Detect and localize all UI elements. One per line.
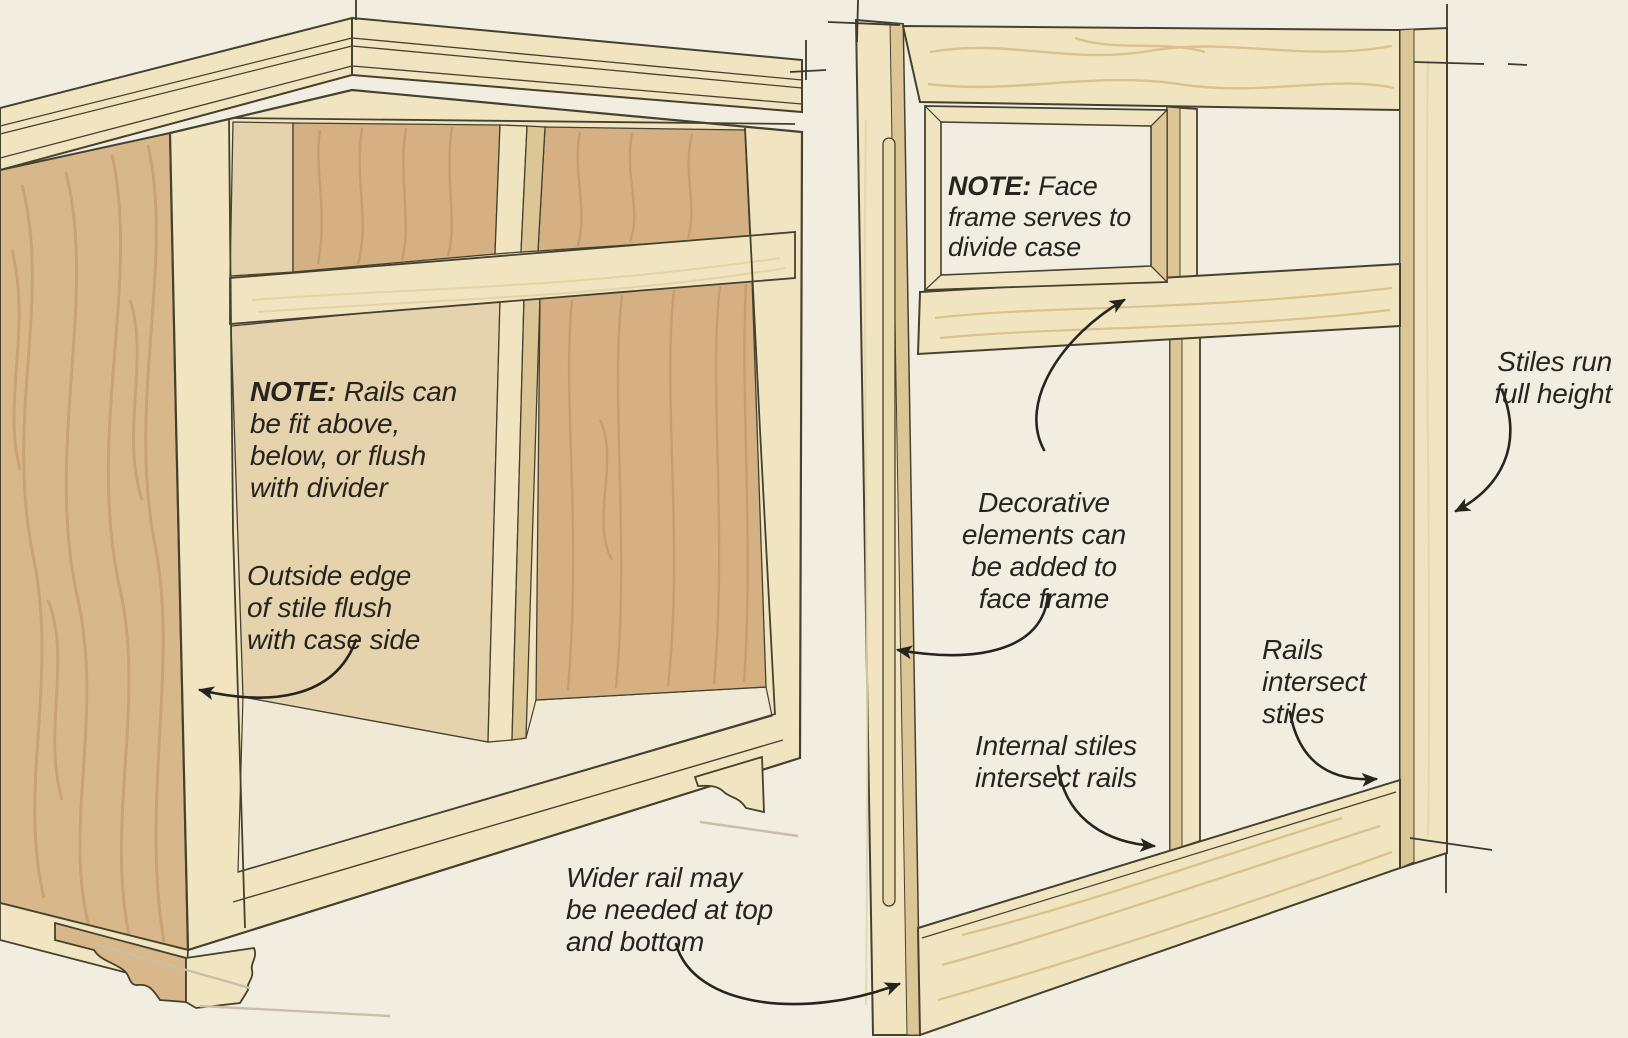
case-side-panel <box>0 131 190 952</box>
frame-top-rail <box>901 24 1401 112</box>
stile-flute-decoration <box>882 137 896 907</box>
arrow-internal-stiles <box>1056 764 1156 852</box>
arrow-decorative-to-flute <box>896 592 1050 660</box>
bracket-foot-right <box>693 755 765 814</box>
floor-shadow-lines <box>94 820 799 1018</box>
back-panel-upper-right <box>537 126 751 252</box>
outside-edge-label: Outside edge of stile flush with case si… <box>247 559 421 655</box>
side-grain-texture <box>10 144 166 943</box>
frame-bottom-rail <box>916 778 1401 1037</box>
face-frame-front <box>168 88 804 952</box>
note-rails-label: NOTE: Rails can be fit above, below, or … <box>250 375 458 503</box>
frame-right-stile <box>1399 26 1448 870</box>
cabinet-case-illustration <box>0 16 804 1018</box>
top-rail-edge <box>232 117 796 125</box>
stiles-run-label: Stiles run full height <box>1494 345 1612 409</box>
callout-arrows <box>198 298 1512 1006</box>
registration-ticks <box>355 0 1528 893</box>
note-prefix: NOTE: <box>250 375 337 407</box>
case-divider <box>487 124 546 743</box>
crown-molding <box>0 16 803 172</box>
arrow-decorative-to-molding <box>1035 298 1126 452</box>
arrow-wider-rail <box>674 942 901 1006</box>
note-prefix: NOTE: <box>948 170 1031 201</box>
frame-internal-stile-upper <box>1166 106 1198 289</box>
face-frame-edges <box>228 117 796 929</box>
note-face-frame-label: NOTE: Face frame serves to divide case <box>948 170 1132 263</box>
bottom-rail-edge <box>237 713 776 873</box>
back-panel-upper-left <box>292 122 501 273</box>
internal-stiles-label: Internal stiles intersect rails <box>975 729 1137 793</box>
back-panel-grain <box>316 126 749 691</box>
decorative-elements-label: Decorative elements can be added to face… <box>961 486 1127 614</box>
rails-intersect-label: Rails intersect stiles <box>1262 633 1367 729</box>
base-molding-line <box>232 739 784 903</box>
arrow-outside-edge <box>198 638 358 701</box>
decorative-molding-frame <box>924 105 1168 291</box>
left-stile-edge <box>228 119 246 929</box>
bracket-foot-corner <box>185 947 256 1009</box>
face-frame-illustration <box>355 0 1528 1037</box>
base-and-feet <box>0 755 799 1018</box>
right-stile-edge <box>744 127 776 716</box>
wider-rail-label: Wider rail may be needed at top and bott… <box>566 861 773 957</box>
case-inner-side <box>229 121 294 277</box>
arrow-rails-intersect <box>1288 710 1378 787</box>
arrow-stiles-run <box>1454 388 1512 513</box>
bracket-foot-left <box>54 921 187 1003</box>
